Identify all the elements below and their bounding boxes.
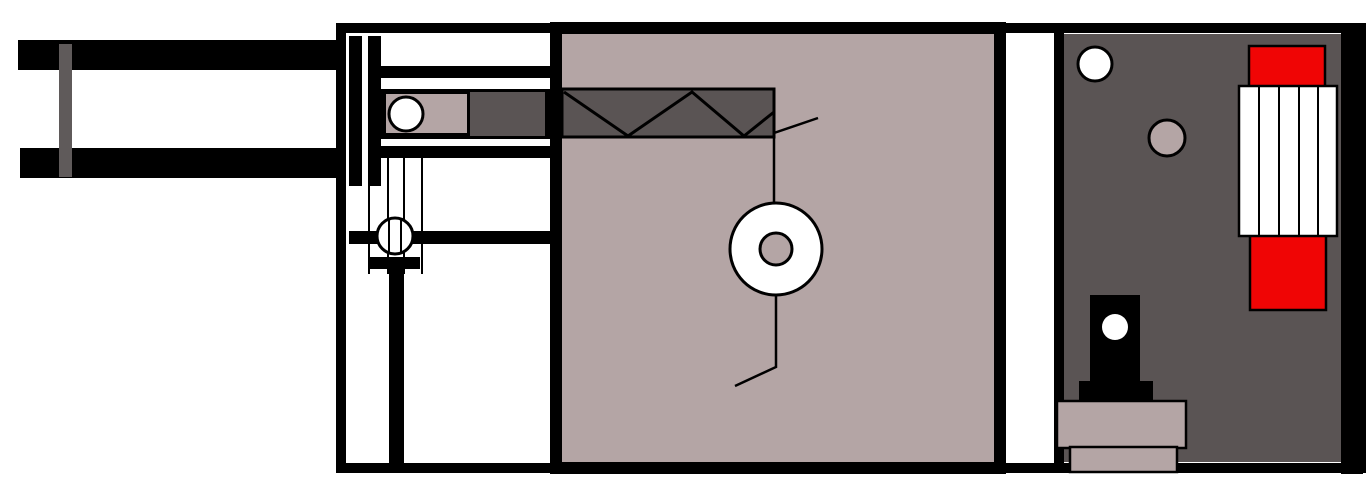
spring-housing [560,87,776,139]
striped-gear-icon [1237,84,1339,238]
guide-rails [18,40,342,178]
top-bar [381,66,550,78]
piston-collar [1079,381,1153,403]
gray-indicator [1147,118,1187,158]
left-chamber [349,36,550,464]
central-chamber [550,22,1006,474]
slider-block-dark [470,92,545,136]
right-chamber [1055,24,1363,474]
zigzag-spring-icon [563,90,775,138]
vertical-plate [368,36,381,186]
piston-pin [1102,314,1128,340]
vertical-plate [349,36,362,186]
lower-rail [20,148,342,178]
short-bar [370,257,420,269]
slider-ball [387,95,425,133]
lower-lever [734,292,778,388]
red-block-bottom [1248,226,1328,312]
middle-bar [381,146,550,158]
base-block-lower [1068,445,1179,474]
rail-crossbar [59,44,72,177]
base-block-upper [1055,399,1188,450]
wheel-hub [758,231,794,267]
support-post [389,268,404,464]
separator-wall [1054,28,1064,468]
upper-lever [772,116,819,205]
white-indicator [1076,45,1114,83]
pulley-icon [375,216,415,256]
right-outer-wall [1341,24,1363,474]
